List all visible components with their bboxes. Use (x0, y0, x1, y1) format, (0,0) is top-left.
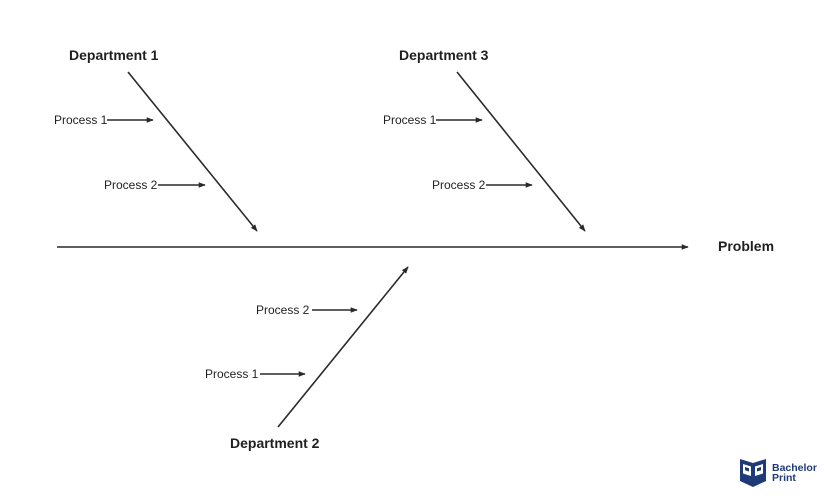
department-2-branch (277, 266, 409, 428)
department-1-process-2-label: Process 2 (104, 178, 158, 192)
problem-label: Problem (718, 238, 774, 254)
department-2-label: Department 2 (230, 435, 320, 451)
logo-text-line-2: Print (772, 472, 796, 484)
book-shield-icon (740, 459, 766, 487)
department-1-branch (127, 71, 258, 232)
department-2-process-1-label: Process 1 (205, 367, 259, 381)
bachelorprint-logo: Bachelor Print (738, 456, 817, 490)
department-3-process-2-label: Process 2 (432, 178, 486, 192)
department-1-label: Department 1 (69, 47, 159, 63)
department-3-branch (456, 71, 586, 232)
department-1-process-1-label: Process 1 (54, 113, 108, 127)
logo-text-line-1: Bachelor (772, 462, 817, 474)
department-3-label: Department 3 (399, 47, 489, 63)
department-2-process-2-label: Process 2 (256, 303, 310, 317)
department-3-process-1-label: Process 1 (383, 113, 437, 127)
